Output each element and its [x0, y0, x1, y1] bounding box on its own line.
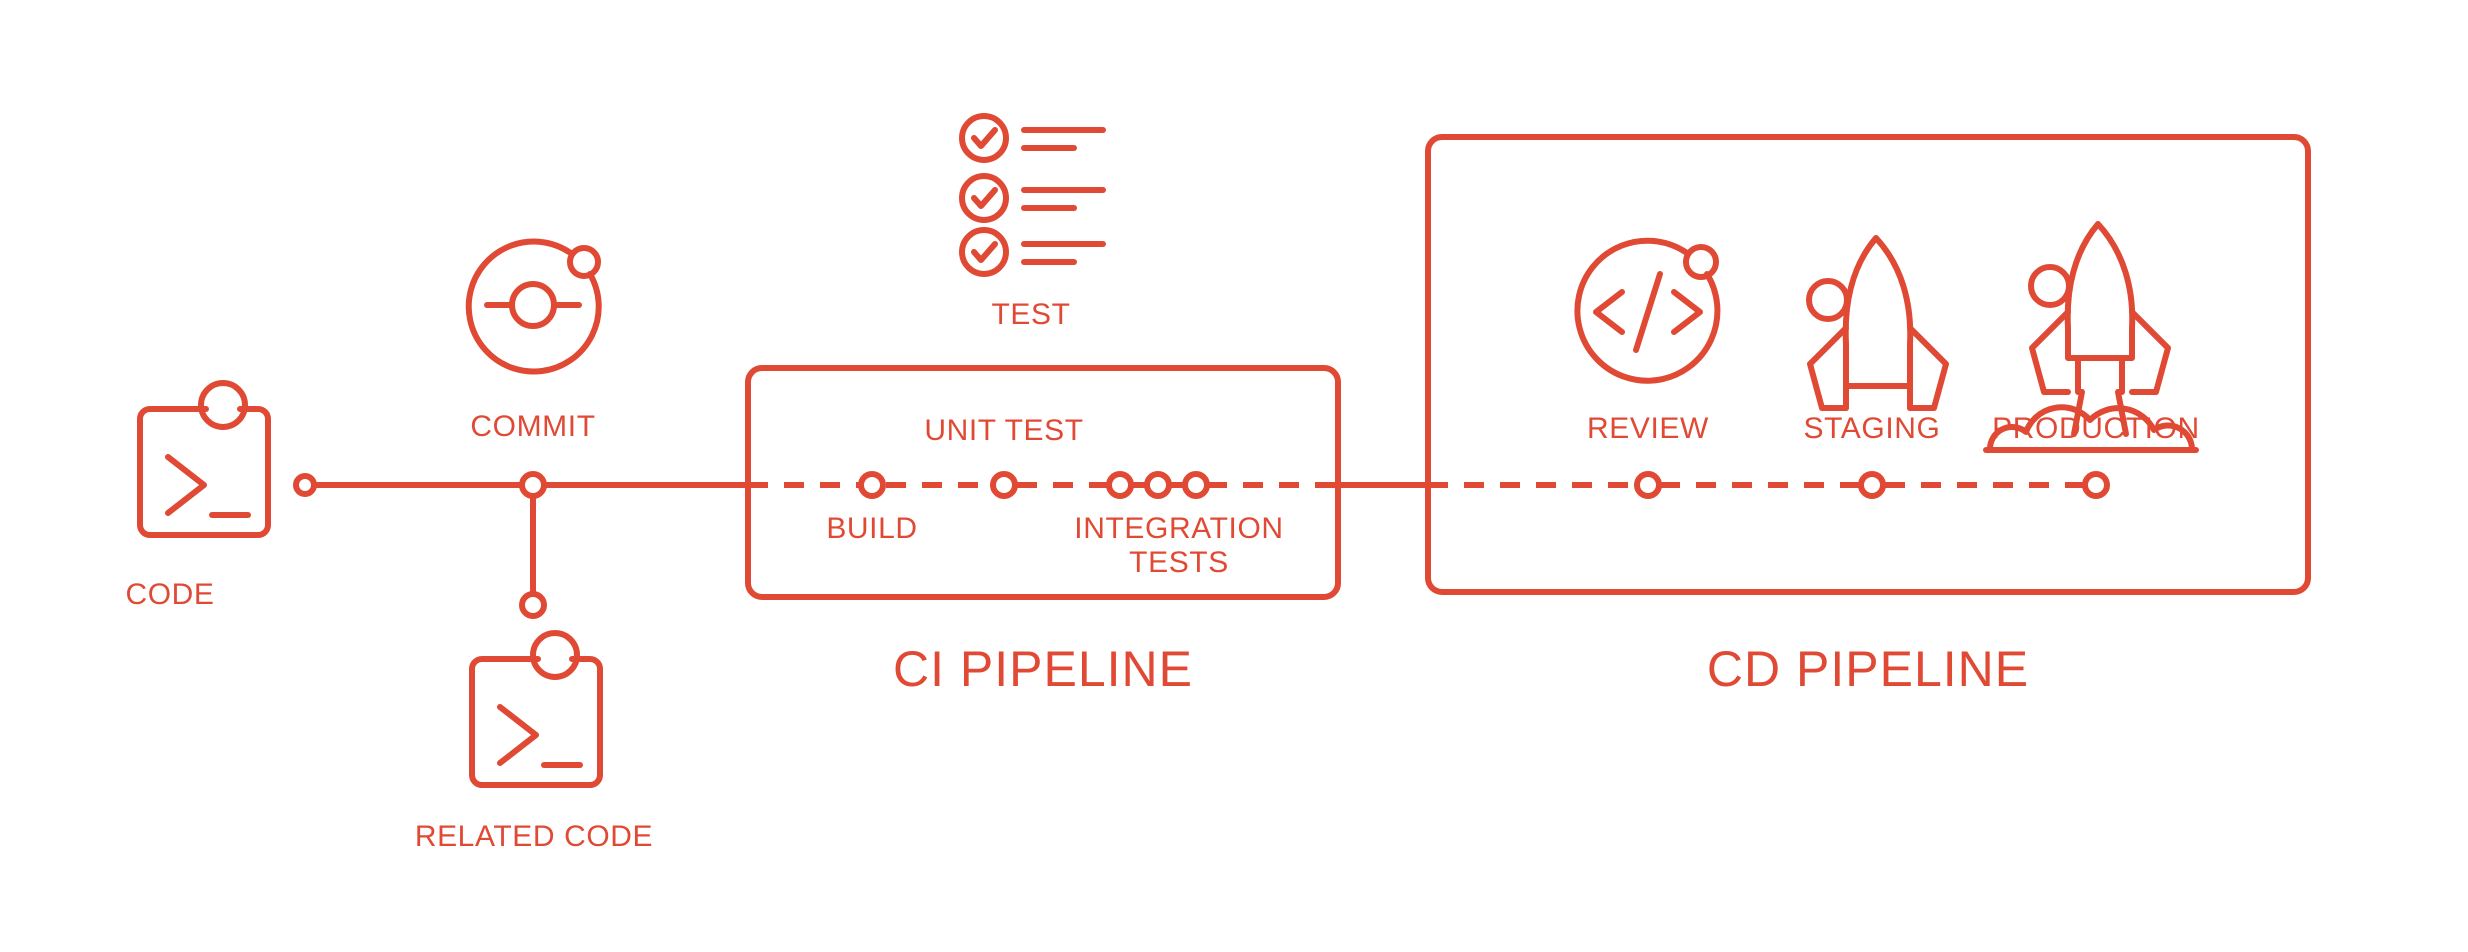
code-review-icon: [1574, 237, 1721, 384]
node-commit[interactable]: [519, 471, 547, 499]
node-staging[interactable]: [1858, 471, 1886, 499]
commit-node-icon: [465, 238, 602, 375]
rocket-idle-icon: [1806, 235, 1949, 411]
node-related-code-end[interactable]: [519, 591, 547, 619]
node-production[interactable]: [2082, 471, 2110, 499]
terminal-code-icon: [137, 380, 271, 538]
node-integration-test-2[interactable]: [1144, 471, 1172, 499]
node-integration-test-1[interactable]: [1106, 471, 1134, 499]
terminal-code-icon: [469, 630, 603, 788]
node-start[interactable]: [293, 473, 317, 497]
node-integration-test-3[interactable]: [1182, 471, 1210, 499]
rocket-launch-icon: [1983, 221, 2199, 453]
node-review[interactable]: [1634, 471, 1662, 499]
cd-pipeline-box: [1425, 134, 2311, 595]
node-unit-test[interactable]: [990, 471, 1018, 499]
node-build[interactable]: [858, 471, 886, 499]
checklist-icon: [959, 113, 1106, 277]
